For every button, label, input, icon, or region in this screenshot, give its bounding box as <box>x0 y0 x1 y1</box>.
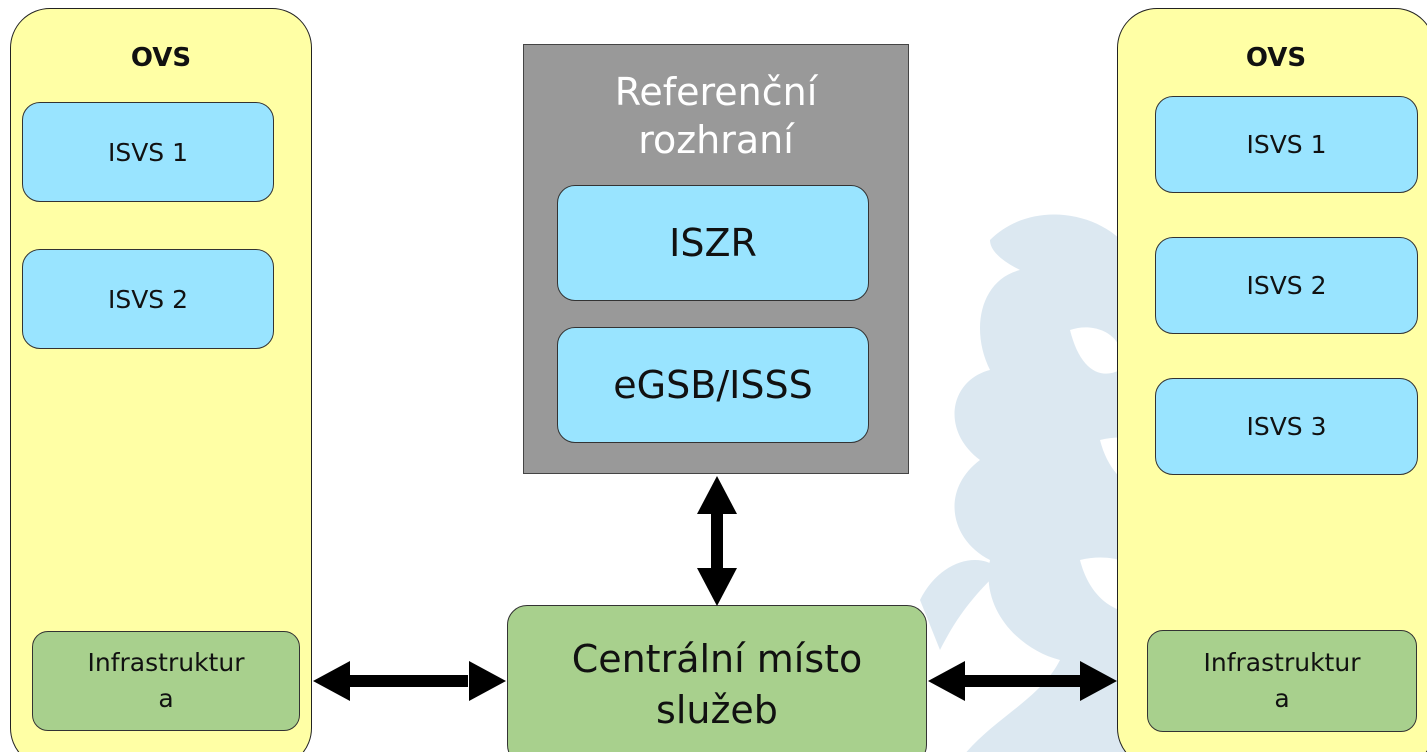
central-line2: služeb <box>656 688 778 732</box>
iszr-box: ISZR <box>557 185 869 301</box>
reference-interface-title: Referenční rozhraní <box>524 69 908 164</box>
reference-title-line2: rozhraní <box>638 117 794 162</box>
right-isvs-3: ISVS 3 <box>1155 378 1418 475</box>
left-infrastructure: Infrastruktur a <box>32 631 300 731</box>
left-double-arrow <box>313 661 506 701</box>
right-isvs-1: ISVS 1 <box>1155 96 1418 193</box>
right-infrastructure-line2: a <box>1274 684 1290 713</box>
left-infrastructure-line2: a <box>158 684 174 713</box>
central-line1: Centrální místo <box>571 636 863 681</box>
left-isvs-1: ISVS 1 <box>22 102 274 202</box>
right-infrastructure-line1: Infrastruktur <box>1203 647 1361 677</box>
left-isvs-2: ISVS 2 <box>22 249 274 349</box>
right-double-arrow <box>928 661 1117 701</box>
reference-title-line1: Referenční <box>614 70 818 114</box>
vertical-double-arrow <box>697 476 737 606</box>
egsb-isss-box: eGSB/ISSS <box>557 327 869 443</box>
right-isvs-2: ISVS 2 <box>1155 237 1418 334</box>
right-infrastructure: Infrastruktur a <box>1147 630 1417 732</box>
left-ovs-title: OVS <box>130 43 192 73</box>
left-infrastructure-line1: Infrastruktur <box>87 647 245 677</box>
right-ovs-title: OVS <box>1245 43 1307 73</box>
